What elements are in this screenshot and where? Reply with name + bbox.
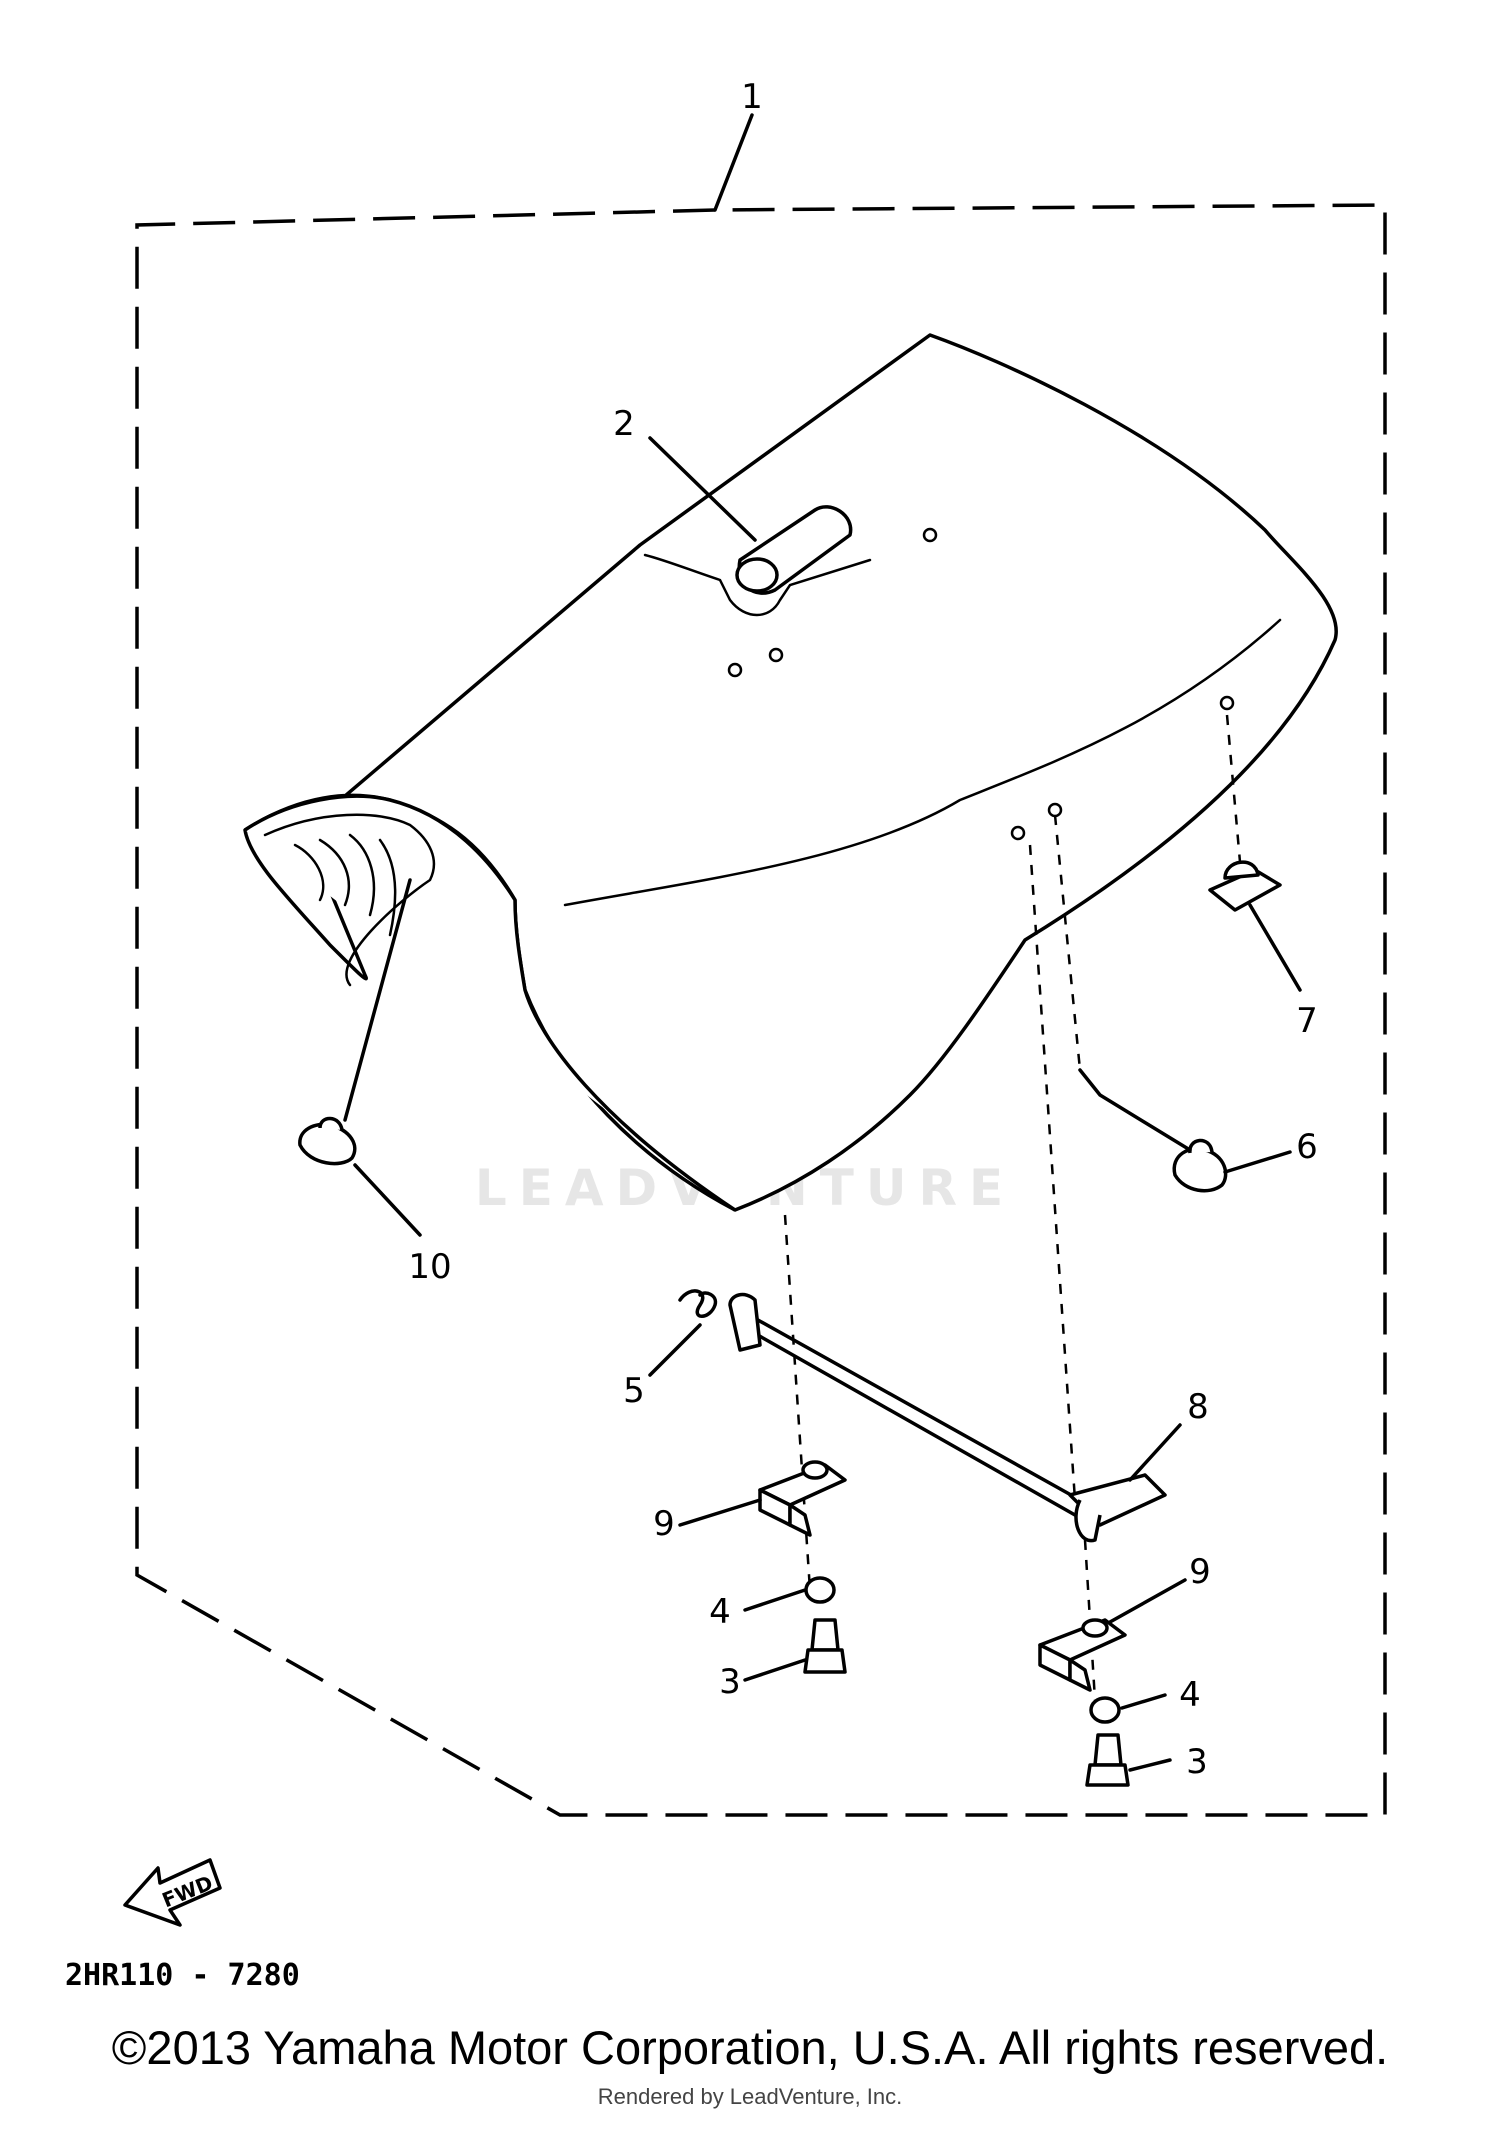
part-3-bolt-left [803,1618,847,1674]
callout-5: 5 [623,1371,645,1411]
assembly-boundary [135,203,1387,1817]
callout-2: 2 [613,404,635,444]
part-3-bolt-right [1085,1733,1130,1787]
rendered-by-label: Rendered by LeadVenture, Inc. [597,2084,903,2109]
part-9-bracket-right [1038,1618,1127,1692]
callout-9-right: 9 [1189,1552,1211,1592]
callout-9-left: 9 [653,1504,675,1544]
callout-4-left: 4 [709,1592,731,1632]
part-7-clip [1208,860,1282,912]
callout-3-right: 3 [1186,1742,1208,1782]
leader-1 [713,113,754,212]
part-6-damper [1172,1138,1228,1193]
callout-3-left: 3 [719,1662,741,1702]
copyright-notice: ©2013 Yamaha Motor Corporation, U.S.A. A… [111,2021,1389,2074]
fwd-arrow-icon: FWD [123,1858,222,1927]
part-9-bracket-left [758,1460,847,1537]
callout-7: 7 [1296,1001,1318,1041]
part-5-spring [678,1289,718,1318]
drawing-code: 2HR110 - 7280 [65,1958,300,1993]
callout-4-right: 4 [1179,1675,1201,1715]
leader-2 [648,436,757,542]
part-4-washer-right [1089,1696,1121,1724]
part-4-washer-left [804,1576,836,1604]
part-10-damper [298,1116,357,1166]
callout-8: 8 [1187,1387,1209,1427]
callout-1: 1 [741,77,763,117]
callout-10: 10 [408,1247,451,1287]
callout-6: 6 [1296,1127,1318,1167]
seat [243,333,1338,1212]
part-8-lock-rod [728,1292,1167,1543]
